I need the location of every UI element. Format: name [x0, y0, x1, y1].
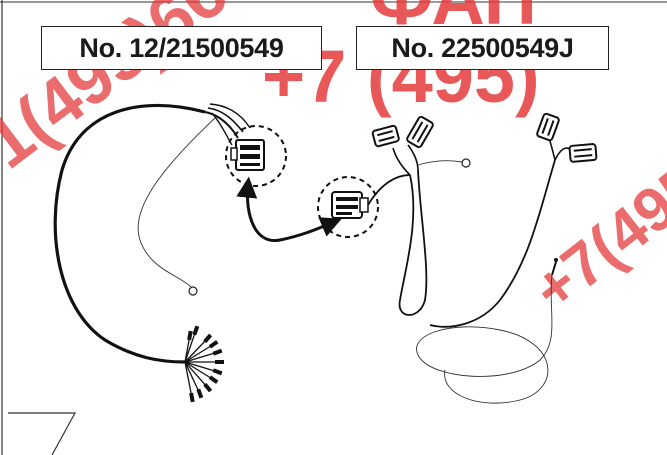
ring-terminal-right	[461, 158, 471, 168]
obd-connector-a1	[371, 124, 400, 148]
harness-right-a	[367, 115, 471, 316]
fold-corner-mark	[8, 412, 77, 455]
wire-fan-terminals	[187, 325, 224, 403]
thin-wire-terminal	[551, 261, 557, 276]
obd-connector-a2	[406, 115, 434, 149]
coiled-thin-wire	[416, 274, 553, 404]
part-number-label-right: No. 22500549J	[356, 26, 609, 70]
harness-left-main-loop	[53, 103, 206, 364]
connector-middle	[331, 191, 369, 219]
ground-wire-left	[137, 117, 216, 289]
connector-left	[230, 139, 265, 171]
mating-arrow	[236, 176, 342, 242]
ring-terminal-left	[188, 286, 198, 296]
harness-right-b	[416, 112, 598, 404]
part-number-label-left: No. 12/21500549	[41, 26, 322, 70]
harness-right-a-loop	[398, 169, 428, 316]
highlight-circle-middle	[317, 176, 379, 238]
obd-connector-b1	[536, 112, 560, 142]
harness-right-b-cable	[429, 159, 556, 328]
obd-connector-b2	[568, 143, 598, 163]
wire-fan-bundle	[184, 329, 220, 399]
harness-left	[53, 103, 287, 403]
